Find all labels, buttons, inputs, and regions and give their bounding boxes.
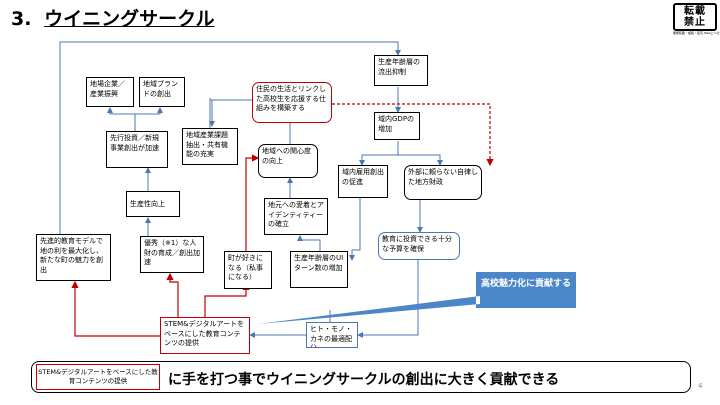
node-sensinteki: 先進的教育モデルで地の利を最大化し、新たな町の魅力を創出 xyxy=(36,234,111,281)
node-seisan-ryuushutsu: 生産年齢層の流出抑制 xyxy=(374,55,428,86)
node-yuushu: 優秀（※1）な人財の育成／創出加速 xyxy=(140,236,204,273)
node-gaibu: 外部に頼らない自律した地方財政 xyxy=(404,165,482,200)
node-jimoto-aijou: 地元への愛着とアイデンティティーの確立 xyxy=(264,198,328,235)
node-chiiki-brand: 地域ブランドの創出 xyxy=(139,77,185,107)
node-sentou-toushi: 先行投資／新規事業創出が加速 xyxy=(106,131,168,168)
section-title: ウイニングサークル xyxy=(44,8,215,30)
stamp-line-1: 転載 xyxy=(684,6,706,17)
bottom-message: に手を打つ事でウイニングサークルの創出に大きく貢献できる xyxy=(168,372,560,388)
node-chiiki-sangyo: 地域産業課題抽出・共有機能の充実 xyxy=(182,128,238,165)
blue-arrows xyxy=(59,41,443,338)
node-seisansei: 生産性向上 xyxy=(126,191,180,217)
callout-label: 高校魅力化に貢献する xyxy=(480,279,571,289)
node-gdp: 域内GDPの増加 xyxy=(374,112,420,140)
node-kyouiku-yosan: 教育に投資できる十分な予算を確保 xyxy=(378,232,460,260)
node-hito-mono-kane: ヒト・モノ・カネの最適配分 xyxy=(306,322,358,348)
stamp-caption: 無断転載・複製・転写 Web上へのアップロード禁止 xyxy=(673,31,720,35)
node-chiiki-kanshin: 地域への関心度の向上 xyxy=(258,144,318,178)
stamp-line-2: 禁止 xyxy=(684,17,706,28)
no-reprint-stamp: 転載 禁止 無断転載・複製・転写 Web上へのアップロード禁止 xyxy=(673,3,720,41)
page-number: 4 xyxy=(698,382,703,390)
bottom-stem-chip: STEM&デジタルアートをベースにした教育コンテンツの提供 xyxy=(36,364,160,390)
node-koyou: 域内雇用創出の促進 xyxy=(338,165,388,198)
red-arrows xyxy=(71,103,494,337)
node-stem: STEM&デジタルアートをベースにした教育コンテンツの提供 xyxy=(160,317,250,354)
callout-shape xyxy=(258,272,576,324)
node-machi-suki: 町が好きになる（私事になる） xyxy=(224,251,272,289)
bottom-message-frame xyxy=(31,361,691,393)
section-number: 3. xyxy=(11,8,32,30)
page-title: 3. ウイニングサークル xyxy=(11,4,215,31)
node-seisan-uturn: 生産年齢層のUIターン数の増加 xyxy=(290,251,348,288)
stamp-box: 転載 禁止 xyxy=(673,3,717,31)
node-jumin: 住民の生活とリンクした高校生を応援する仕組みを構築する xyxy=(252,82,332,123)
node-chiiki-kigyo: 地場企業／産業振興 xyxy=(86,77,134,107)
